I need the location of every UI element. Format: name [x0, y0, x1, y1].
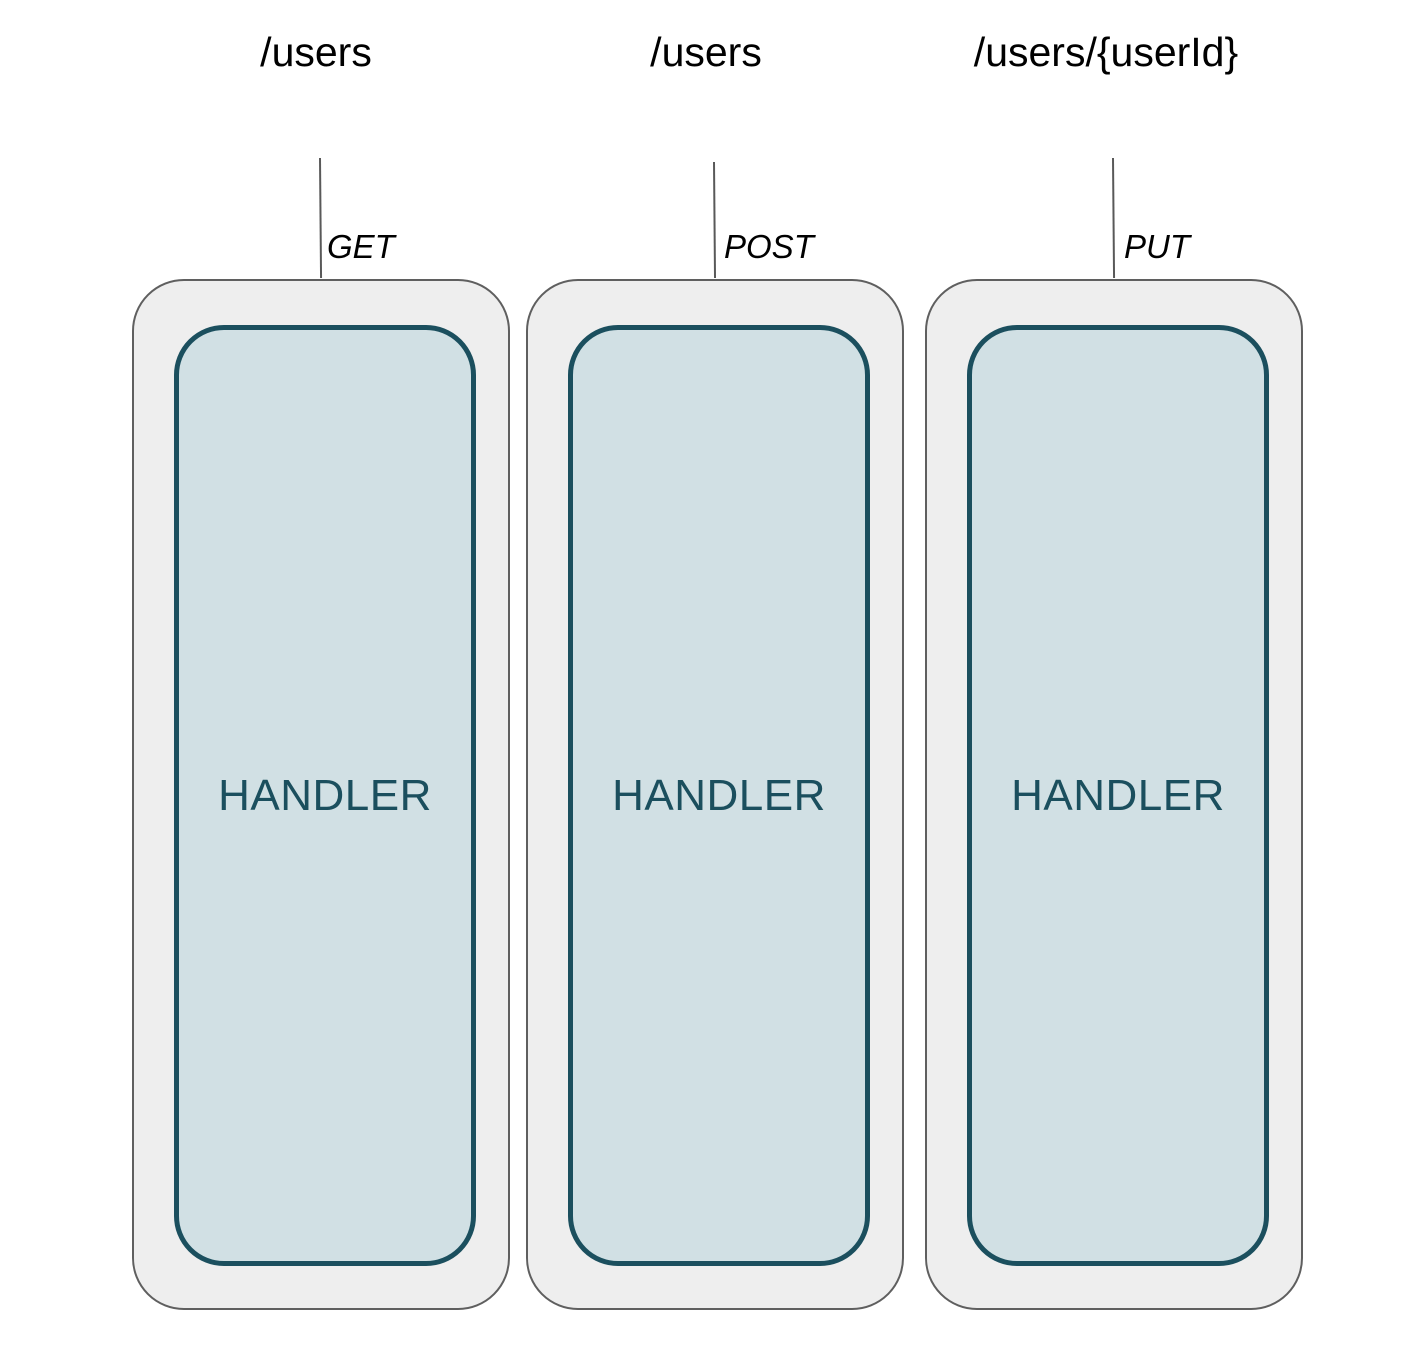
handler-box: HANDLER: [174, 325, 476, 1266]
handler-box: HANDLER: [967, 325, 1269, 1266]
http-method-label: GET: [327, 228, 395, 265]
route-connector-line: [713, 161, 717, 278]
route-path-label: /users/{userId}: [973, 29, 1239, 75]
handler-label: HANDLER: [1011, 770, 1225, 820]
handler-label: HANDLER: [218, 770, 432, 820]
handler-label: HANDLER: [612, 770, 826, 820]
http-method-label: PUT: [1124, 228, 1190, 265]
handler-box: HANDLER: [568, 325, 870, 1266]
route-path-label: /users: [650, 29, 762, 75]
route-path-label: /users: [260, 29, 372, 75]
route-connector-line: [1112, 157, 1116, 278]
http-method-label: POST: [724, 228, 814, 265]
route-container: HANDLER: [925, 279, 1303, 1310]
route-container: HANDLER: [526, 279, 904, 1310]
route-container: HANDLER: [132, 279, 510, 1310]
route-connector-line: [319, 157, 323, 278]
